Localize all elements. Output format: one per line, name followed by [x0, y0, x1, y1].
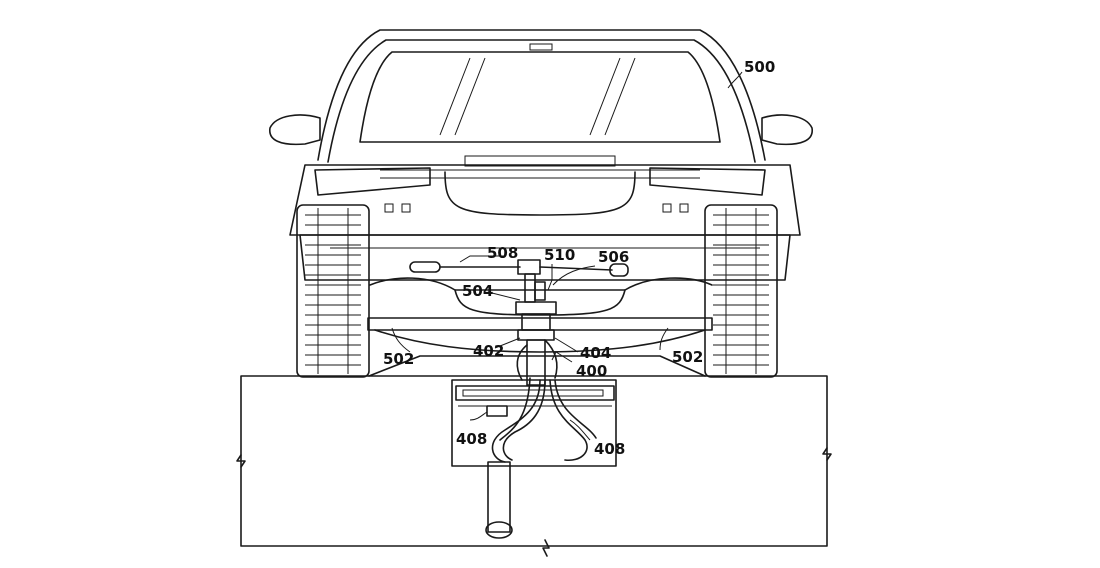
label-408-left: 408: [456, 430, 487, 448]
tire-right: [704, 204, 778, 378]
label-500: 500: [744, 58, 775, 76]
label-402: 402: [473, 342, 504, 360]
tire-left: [296, 204, 370, 378]
ground-slab: [236, 375, 832, 557]
label-504: 504: [462, 282, 493, 300]
reference-numerals: 500 502 502 504 506 508 510 400 402 404 …: [383, 58, 775, 458]
label-510: 510: [544, 246, 575, 264]
label-502-right: 502: [672, 348, 703, 366]
label-400: 400: [576, 362, 607, 380]
leader-lines: [391, 71, 743, 441]
label-404: 404: [580, 344, 611, 362]
vehicle: [269, 29, 813, 353]
label-506: 506: [598, 248, 629, 266]
label-408-right: 408: [594, 440, 625, 458]
ramp-surface: [368, 355, 706, 377]
charging-arm: [409, 259, 629, 386]
label-508: 508: [487, 244, 518, 262]
label-502-left: 502: [383, 350, 414, 368]
cable-bundle: [491, 377, 597, 463]
charging-pit: [451, 379, 617, 539]
